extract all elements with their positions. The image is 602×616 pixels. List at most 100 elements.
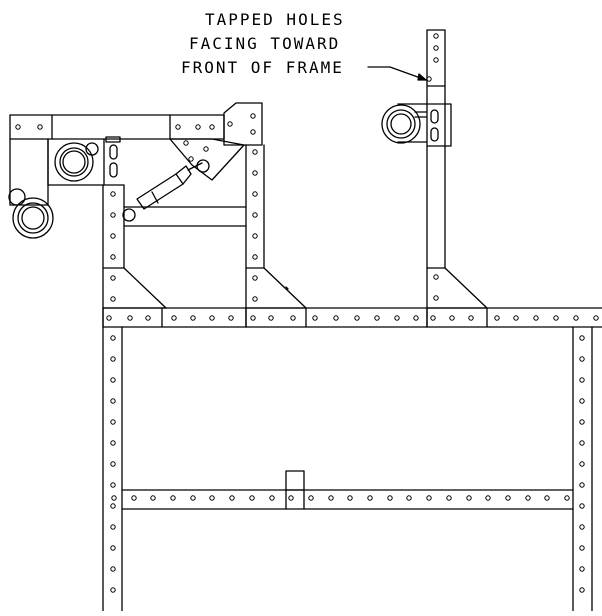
bolt-hole: [579, 482, 585, 488]
bolt-hole: [579, 524, 585, 530]
bolt-hole: [252, 275, 258, 281]
bolt-hole: [252, 233, 258, 239]
annotation-line-2: FACING TOWARD: [189, 34, 340, 53]
bolt-hole: [252, 191, 258, 197]
bolt-hole: [150, 495, 156, 501]
bolt-hole: [406, 495, 412, 501]
leader-line: [367, 66, 427, 81]
bolt-hole: [593, 315, 599, 321]
bolt-hole: [433, 57, 439, 63]
bolt-hole: [252, 254, 258, 260]
bolt-hole: [553, 315, 559, 321]
bolt-hole: [15, 124, 21, 130]
bolt-hole: [433, 45, 439, 51]
bolt-hole: [249, 495, 255, 501]
bolt-hole: [209, 495, 215, 501]
leader-arrowhead: [417, 73, 427, 81]
annotation-callout: TAPPED HOLES FACING TOWARD FRONT OF FRAM…: [181, 10, 427, 81]
bolt-hole: [290, 315, 296, 321]
bolt-hole: [175, 124, 181, 130]
bolt-hole: [229, 495, 235, 501]
bolt-hole: [564, 495, 570, 501]
left-arm-assembly: [9, 102, 263, 227]
bolt-hole: [110, 524, 116, 530]
right-upper-post: [381, 29, 452, 269]
bolt-hole: [579, 503, 585, 509]
bolt-hole: [110, 377, 116, 383]
bolt-hole: [579, 545, 585, 551]
bolt-hole: [228, 315, 234, 321]
bolt-hole: [544, 495, 550, 501]
bolt-hole: [209, 124, 215, 130]
bolt-hole: [579, 461, 585, 467]
bolt-hole: [367, 495, 373, 501]
center-block: [285, 470, 305, 491]
bolt-hole: [252, 296, 258, 302]
bolt-hole: [505, 495, 511, 501]
bolt-hole: [252, 149, 258, 155]
bolt-hole: [190, 315, 196, 321]
bolt-hole: [37, 124, 43, 130]
bolt-hole: [533, 315, 539, 321]
bolt-hole: [579, 335, 585, 341]
bolt-hole: [111, 495, 117, 501]
bolt-hole: [468, 315, 474, 321]
end-bracket: [223, 102, 263, 146]
bolt-hole: [145, 315, 151, 321]
bolt-hole: [579, 377, 585, 383]
bolt-hole: [466, 495, 472, 501]
bolt-hole: [387, 495, 393, 501]
slot-pair-left: [105, 136, 121, 178]
bolt-hole: [250, 315, 256, 321]
bolt-hole: [188, 156, 194, 162]
bolt-hole: [110, 275, 116, 281]
bolt-hole: [252, 212, 258, 218]
bolt-hole: [426, 495, 432, 501]
angled-plate: [169, 138, 245, 181]
bolt-hole: [430, 315, 436, 321]
bolt-hole: [269, 495, 275, 501]
bolt-holes: [15, 33, 599, 593]
gas-spring: [122, 159, 210, 222]
bolt-hole: [426, 76, 432, 82]
bolt-hole: [579, 587, 585, 593]
bolt-hole: [433, 33, 439, 39]
bolt-hole: [227, 121, 233, 127]
bolt-hole: [485, 495, 491, 501]
bolt-hole: [354, 315, 360, 321]
bolt-hole: [579, 440, 585, 446]
bolt-hole: [110, 587, 116, 593]
bolt-hole: [579, 356, 585, 362]
bolt-hole: [110, 191, 116, 197]
annotation-line-3: FRONT OF FRAME: [181, 58, 344, 77]
bolt-hole: [347, 495, 353, 501]
bolt-hole: [446, 495, 452, 501]
bolt-hole: [209, 315, 215, 321]
bolt-hole: [110, 296, 116, 302]
bolt-hole: [573, 315, 579, 321]
bolt-hole: [579, 419, 585, 425]
bolt-hole: [170, 495, 176, 501]
bolt-hole: [250, 113, 256, 119]
bolt-hole: [394, 315, 400, 321]
bolt-hole: [110, 440, 116, 446]
bolt-hole: [110, 566, 116, 572]
bolt-hole: [579, 398, 585, 404]
bolt-hole: [127, 315, 133, 321]
bolt-hole: [250, 129, 256, 135]
upper-verticals: [102, 144, 428, 328]
bolt-hole: [494, 315, 500, 321]
bolt-hole: [110, 461, 116, 467]
bolt-hole: [110, 212, 116, 218]
bolt-hole: [308, 495, 314, 501]
gussets: [102, 267, 488, 309]
bolt-hole: [449, 315, 455, 321]
bolt-hole: [203, 146, 209, 152]
roller-upper-left: [54, 142, 99, 182]
bolt-hole: [171, 315, 177, 321]
bolt-hole: [110, 482, 116, 488]
bolt-hole: [513, 315, 519, 321]
left-drop-plate: [9, 138, 49, 206]
